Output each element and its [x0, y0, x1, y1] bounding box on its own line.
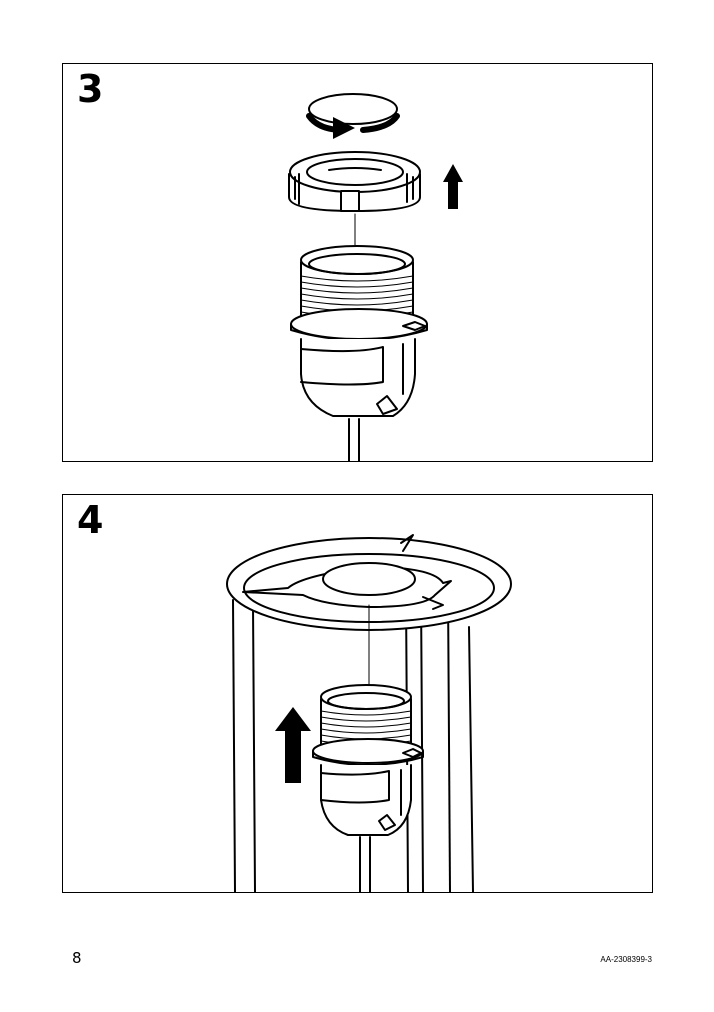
shade-ring — [288, 151, 421, 212]
document-code: AA-2308399-3 — [600, 955, 652, 964]
step-3-illustration — [288, 93, 463, 461]
step-4-illustration — [226, 534, 512, 892]
page-number: 8 — [72, 949, 82, 967]
step-number: 3 — [77, 67, 104, 111]
step-number: 4 — [77, 498, 104, 542]
lamp-socket — [290, 245, 428, 417]
step-4-panel: 4 — [62, 494, 653, 893]
lamp-socket — [312, 684, 424, 836]
rotate-arrow-icon — [306, 93, 400, 139]
step-3-panel: 3 — [62, 63, 653, 462]
up-arrow-icon — [443, 164, 463, 209]
shade-frame-ring — [226, 534, 512, 631]
up-arrow-icon — [275, 707, 311, 783]
